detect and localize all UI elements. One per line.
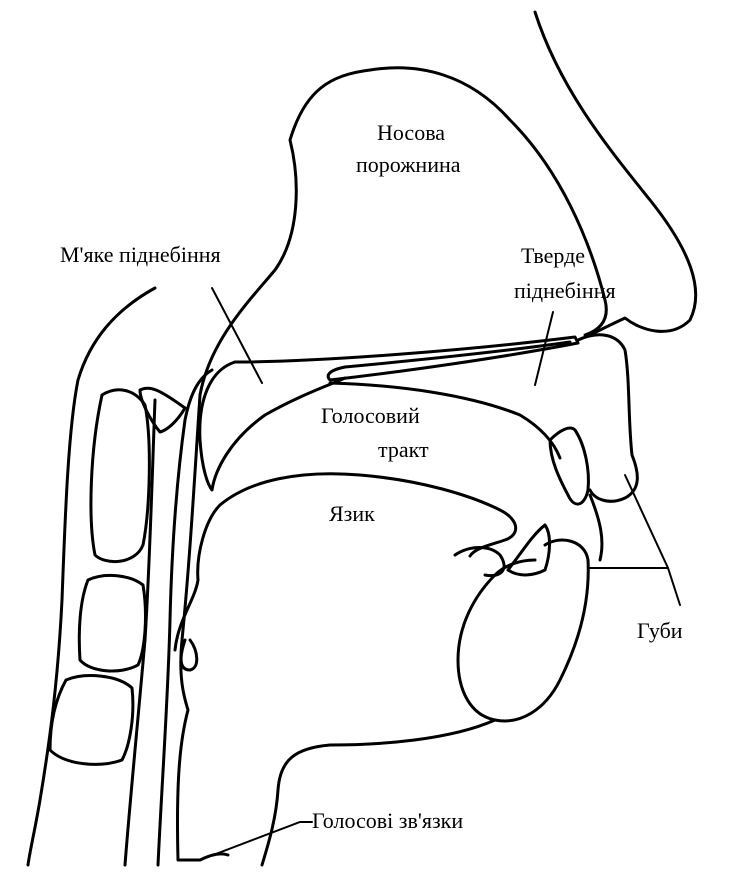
vocal-cords-leader — [200, 822, 312, 860]
vertebra-3 — [50, 676, 133, 765]
hard-palate-label-line2: піднебіння — [514, 278, 616, 303]
nasal-cavity-label-line1: Носова — [377, 120, 445, 145]
vocal-tract-label-line2: тракт — [378, 437, 429, 462]
tongue-label: Язик — [329, 501, 375, 526]
hard-palate-outline — [235, 337, 578, 380]
vertebra-1 — [91, 390, 149, 562]
lower-jaw-outline — [458, 540, 588, 721]
lips-label: Губи — [637, 618, 683, 643]
vocal-cords-label: Голосові зв'язки — [312, 808, 463, 833]
hard-palate-label-line1: Тверде — [521, 243, 585, 268]
nasal-cavity-label-line2: порожнина — [356, 152, 461, 177]
lips-leader — [625, 475, 680, 605]
spine-outline — [28, 288, 155, 865]
neck-front-outline — [262, 720, 495, 865]
lower-lip-outline — [590, 495, 602, 560]
vocal-tract-label-line1: Голосовий — [321, 403, 420, 428]
soft-palate-leader — [212, 288, 262, 383]
vertebra-2 — [79, 575, 145, 671]
soft-palate-label: М'яке піднебіння — [60, 242, 221, 267]
upper-teeth-outline — [550, 428, 588, 504]
epiglottis-outline — [181, 640, 197, 670]
